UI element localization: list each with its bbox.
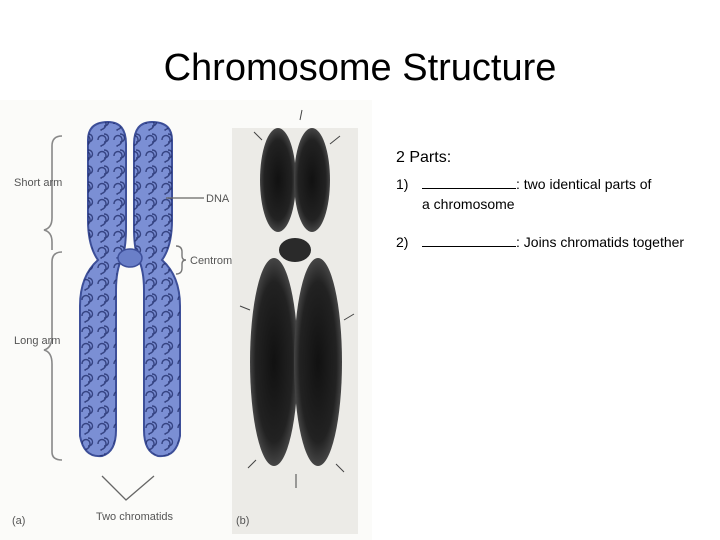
two-chromatids-label: Two chromatids xyxy=(96,511,174,523)
item1-continuation: a chromosome xyxy=(422,196,515,212)
micrograph-chromosome xyxy=(239,109,355,488)
item2-number: 2) xyxy=(396,234,409,250)
long-arm-label: Long arm xyxy=(14,335,60,347)
panel-a-label: (a) xyxy=(12,515,25,527)
left-chromatid-dna-coils xyxy=(80,122,126,457)
centromere-bracket xyxy=(175,245,187,275)
dna-label: DNA xyxy=(206,193,230,205)
chromosome-diagram: Short arm Long arm DNA Centromere Two ch… xyxy=(0,100,372,540)
list-item-chromatid: 1) : two identical parts of a chromosome xyxy=(396,174,720,214)
notes-heading: 2 Parts: xyxy=(396,149,452,166)
notes-panel: 2 Parts: 1) : two identical parts of a ch… xyxy=(396,148,720,266)
slide-title: Chromosome Structure xyxy=(163,47,557,89)
fill-in-blank-2 xyxy=(422,233,516,247)
fill-in-blank-1 xyxy=(422,175,516,189)
chromosome-figure: Short arm Long arm DNA Centromere Two ch… xyxy=(0,100,372,540)
short-arm-bracket xyxy=(43,135,63,250)
list-item-centromere: 2) : Joins chromatids together xyxy=(396,232,720,252)
centromere-junction xyxy=(117,248,143,268)
item1-text: : two identical parts of xyxy=(516,176,652,192)
panel-b-label: (b) xyxy=(236,515,249,527)
short-arm-label: Short arm xyxy=(14,177,62,189)
long-arm-bracket xyxy=(43,251,63,461)
item2-text: : Joins chromatids together xyxy=(516,234,685,250)
right-chromatid-dna-coils xyxy=(134,122,180,457)
two-chromatids-pointer xyxy=(101,475,155,501)
item1-number: 1) xyxy=(396,176,409,192)
